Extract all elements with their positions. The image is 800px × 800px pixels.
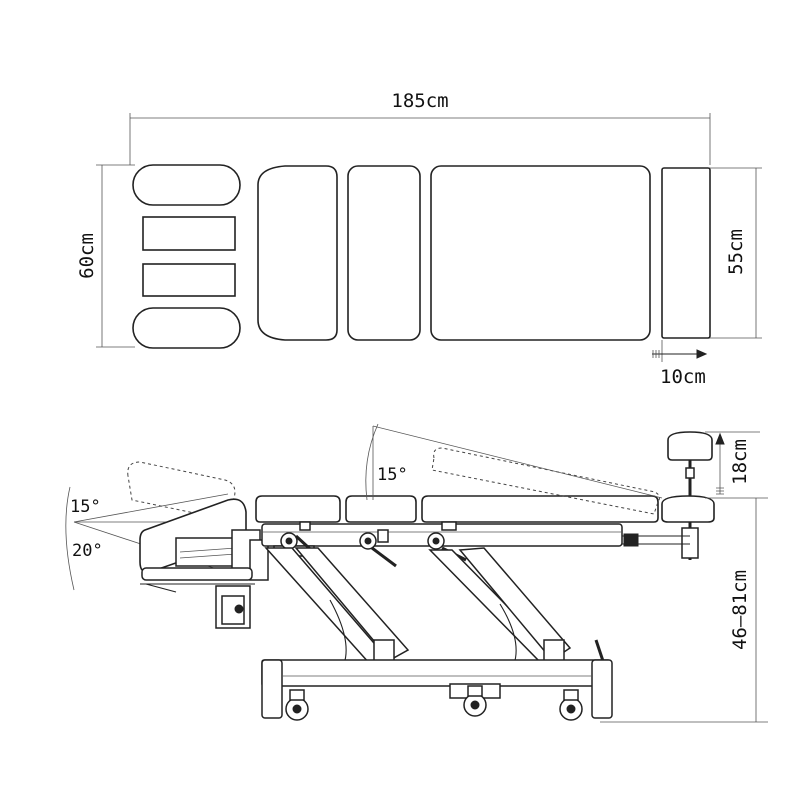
leg-pad-side bbox=[421, 495, 659, 523]
footrest-lower-pad bbox=[661, 495, 715, 523]
body-width-dimension: 55cm bbox=[705, 167, 762, 339]
footrest-side bbox=[610, 431, 715, 560]
footrest-extension-dimension: 10cm bbox=[652, 340, 708, 388]
head-pad-lower-middle bbox=[142, 263, 236, 297]
back-angle-guide: 15° bbox=[365, 423, 663, 501]
leg-pad-raised-outline bbox=[431, 447, 660, 515]
body-width-label: 55cm bbox=[725, 229, 747, 275]
head-up-angle-label: 15° bbox=[70, 497, 101, 517]
back-angle-label: 15° bbox=[377, 465, 408, 485]
head-width-label: 60cm bbox=[76, 233, 98, 279]
footrest-extension-label: 10cm bbox=[660, 366, 706, 388]
head-width-dimension: 60cm bbox=[76, 164, 135, 348]
arrow-up-icon bbox=[715, 432, 725, 445]
lift-arms bbox=[264, 547, 606, 669]
footrest-height-label: 18cm bbox=[729, 439, 751, 485]
leg-pad bbox=[430, 165, 651, 341]
height-range-label: 46–81cm bbox=[729, 570, 751, 650]
head-pad-top bbox=[132, 164, 241, 206]
head-pad-bottom bbox=[132, 307, 241, 349]
height-range-dimension: 46–81cm bbox=[600, 497, 768, 723]
head-down-angle-label: 20° bbox=[72, 541, 103, 561]
middle-pad bbox=[347, 165, 421, 341]
footrest-height-dimension: 18cm bbox=[705, 431, 760, 495]
base-frame bbox=[261, 659, 613, 719]
head-pad-raised-outline bbox=[127, 461, 236, 521]
side-view: 15° 20° 15° bbox=[65, 423, 768, 723]
chest-pad bbox=[257, 165, 338, 341]
footrest-upper-pad bbox=[667, 431, 713, 461]
length-label: 185cm bbox=[391, 90, 448, 112]
length-dimension: 185cm bbox=[129, 90, 711, 165]
middle-pad-side bbox=[345, 495, 417, 523]
arrow-right-icon bbox=[696, 349, 708, 359]
head-pad-upper-middle bbox=[142, 216, 236, 251]
casters bbox=[285, 685, 583, 721]
chest-pad-side bbox=[255, 495, 341, 523]
foot-pad bbox=[661, 167, 711, 339]
top-view: 185cm 60cm 55cm bbox=[76, 90, 762, 388]
head-mechanism bbox=[140, 529, 269, 629]
